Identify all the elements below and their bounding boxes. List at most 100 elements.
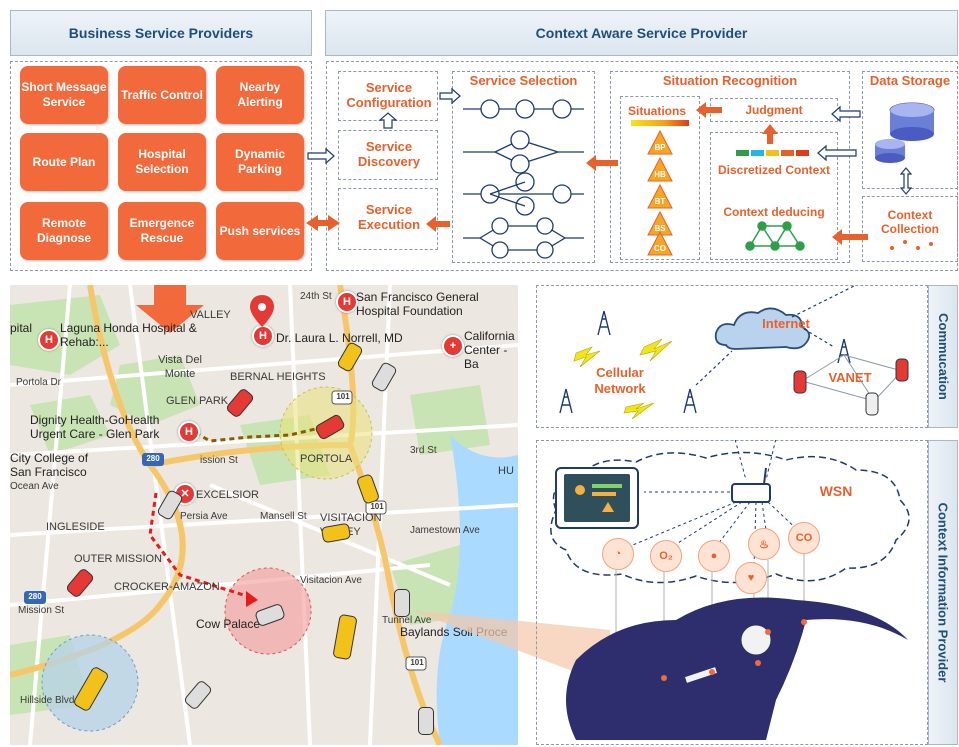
context-collection-label: Context Collection <box>880 208 939 236</box>
hw280-label-1: 280 <box>146 454 160 463</box>
hospital-pin-laguna[interactable]: H <box>38 329 60 351</box>
context-information-title: Context Information Provider <box>935 502 951 683</box>
discretized-context-bars <box>736 150 809 156</box>
situation-tag-hb: HB <box>654 170 666 179</box>
situations-box <box>620 96 700 260</box>
hospital-pin-dignity[interactable]: H <box>178 421 200 443</box>
jamestown-ave-label: Jamestown Ave <box>410 525 480 536</box>
service-button-push-services[interactable]: Push services <box>216 202 304 260</box>
context-collection-box <box>862 196 958 262</box>
laguna-prefix-label: pital <box>10 321 33 335</box>
context-information-tab: Context Information Provider <box>928 440 958 745</box>
judgment-label: Judgment <box>745 103 803 117</box>
laguna-honda-label: Laguna Honda Hospital & Rehab:... <box>60 321 197 349</box>
situation-tag-bs: BS <box>654 224 666 233</box>
situation-tag-co: CO <box>654 244 666 253</box>
situations-label: Situations <box>627 104 686 118</box>
dignity-label: Dignity Health-GoHealth Urgent Care - Gl… <box>30 413 160 441</box>
portola-label: PORTOLA <box>300 453 353 465</box>
glen-park-label: GLEN PARK <box>166 395 229 407</box>
service-button-remote-diagnose[interactable]: Remote Diagnose <box>20 202 108 260</box>
blood-drop-sensor-icon: ● <box>698 540 730 572</box>
service-button-route-plan[interactable]: Route Plan <box>20 133 108 191</box>
service-button-nearby-alerting[interactable]: Nearby Alerting <box>216 66 304 124</box>
ingleside-label: INGLESIDE <box>46 521 105 533</box>
communication-title: Commucation <box>935 313 951 400</box>
context-deducing-label: Context deducing <box>723 205 825 219</box>
hw101-label-2: 101 <box>370 502 384 511</box>
hw280-label-2: 280 <box>28 592 42 601</box>
hillside-blvd-label: Hillside Blvd <box>20 695 75 706</box>
service-discovery-box <box>338 130 438 180</box>
situation-recognition-box <box>610 71 850 263</box>
mansell-st-label: Mansell St <box>260 511 307 522</box>
bernal-heights-label: BERNAL HEIGHTS <box>230 371 326 383</box>
sfgh-label: San Francisco General Hospital Foundatio… <box>356 290 479 318</box>
hospital-pin-norrell[interactable]: H <box>252 325 274 347</box>
outer-mission-label: OUTER MISSION <box>74 553 163 565</box>
car-icon[interactable] <box>394 589 410 617</box>
communication-tab: Commucation <box>928 285 958 428</box>
orange-arrows <box>306 102 868 245</box>
wsn-label: WSN <box>819 483 853 499</box>
service-button-dynamic-parking[interactable]: Dynamic Parking <box>216 133 304 191</box>
service-execution-box <box>338 188 438 250</box>
cow-palace-label: Cow Palace <box>196 617 261 631</box>
hw101-label-3: 101 <box>410 658 424 667</box>
situation-triangles <box>647 129 673 256</box>
data-storage-label: Data Storage <box>869 73 951 88</box>
city-map[interactable]: 101 101 101 280 280 H H H + H ✕ San Fran… <box>10 285 518 745</box>
hollow-arrows <box>307 87 913 195</box>
valley-label: VALLEY <box>190 309 231 321</box>
hospital-pin-sfgh[interactable]: H <box>336 291 358 313</box>
vista-del-monte-label: Vista Del Monte <box>158 354 202 380</box>
excelsior-label: EXCELSIOR <box>196 489 259 501</box>
vanet-label: VANET <box>828 370 872 385</box>
thermometer-sensor-icon: ♨ <box>748 528 780 560</box>
sensing-beam <box>410 610 610 685</box>
business-services-panel <box>10 61 312 271</box>
context-aware-service-provider-header: Context Aware Service Provider <box>325 10 958 56</box>
context-info-graphics <box>550 440 910 740</box>
service-selection-label: Service Selection <box>469 73 578 88</box>
internet-label: Internet <box>762 316 810 331</box>
heart-rate-sensor-icon: ♥ <box>735 562 767 594</box>
communication-graphics <box>559 285 909 420</box>
service-button-short-message-service[interactable]: Short Message Service <box>20 66 108 124</box>
persia-ave-label: Persia Ave <box>180 511 228 522</box>
discretized-context-label: Discretized Context <box>717 163 831 177</box>
service-discovery-label: Service Discovery <box>357 139 421 169</box>
service-execution-label: Service Execution <box>357 202 421 232</box>
speedometer-sensor-icon: ◔ <box>602 538 634 570</box>
situation-tag-bt: BT <box>654 197 666 206</box>
context-deducing-network <box>745 221 805 251</box>
cellular-network-label: Cellular Network <box>594 365 646 396</box>
crocker-amazon-label: CROCKER-AMAZON <box>114 581 220 593</box>
hospital-pin-california[interactable]: + <box>442 335 464 357</box>
visitacion-ave-label: Visitacion Ave <box>300 575 362 586</box>
co-sensor-icon: CO <box>788 522 820 554</box>
situation-recognition-label: Situation Recognition <box>662 73 798 88</box>
service-configuration-label: Service Configuration <box>346 80 432 110</box>
mission-st-label: Mission St <box>18 605 65 616</box>
california-label: California Center - Ba <box>464 329 515 371</box>
service-button-hospital-selection[interactable]: Hospital Selection <box>118 133 206 191</box>
portola-dr-label: Portola Dr <box>16 377 62 388</box>
tunnel-ave-label: Tunnel Ave <box>382 615 432 626</box>
service-button-traffic-control[interactable]: Traffic Control <box>118 66 206 124</box>
service-selection-graphs <box>463 99 584 259</box>
hw101-label-1: 101 <box>336 392 350 401</box>
norrell-label: Dr. Laura L. Norrell, MD <box>276 331 403 345</box>
situation-color-bar <box>631 120 689 126</box>
car-icon[interactable] <box>418 707 434 735</box>
business-service-providers-header: Business Service Providers <box>10 10 312 56</box>
city-college-label: City College of San Francisco <box>10 451 89 479</box>
ocean-ave-label: Ocean Ave <box>10 481 59 492</box>
communication-panel <box>536 285 928 428</box>
database-icon <box>875 102 935 163</box>
oxygen-sensor-icon: O₂ <box>650 540 682 572</box>
context-information-panel <box>536 440 928 745</box>
third-st-label: 3rd St <box>410 445 437 456</box>
situation-tags: BP HB BT BS CO <box>648 131 672 255</box>
service-button-emergence-rescue[interactable]: Emergence Rescue <box>118 202 206 260</box>
